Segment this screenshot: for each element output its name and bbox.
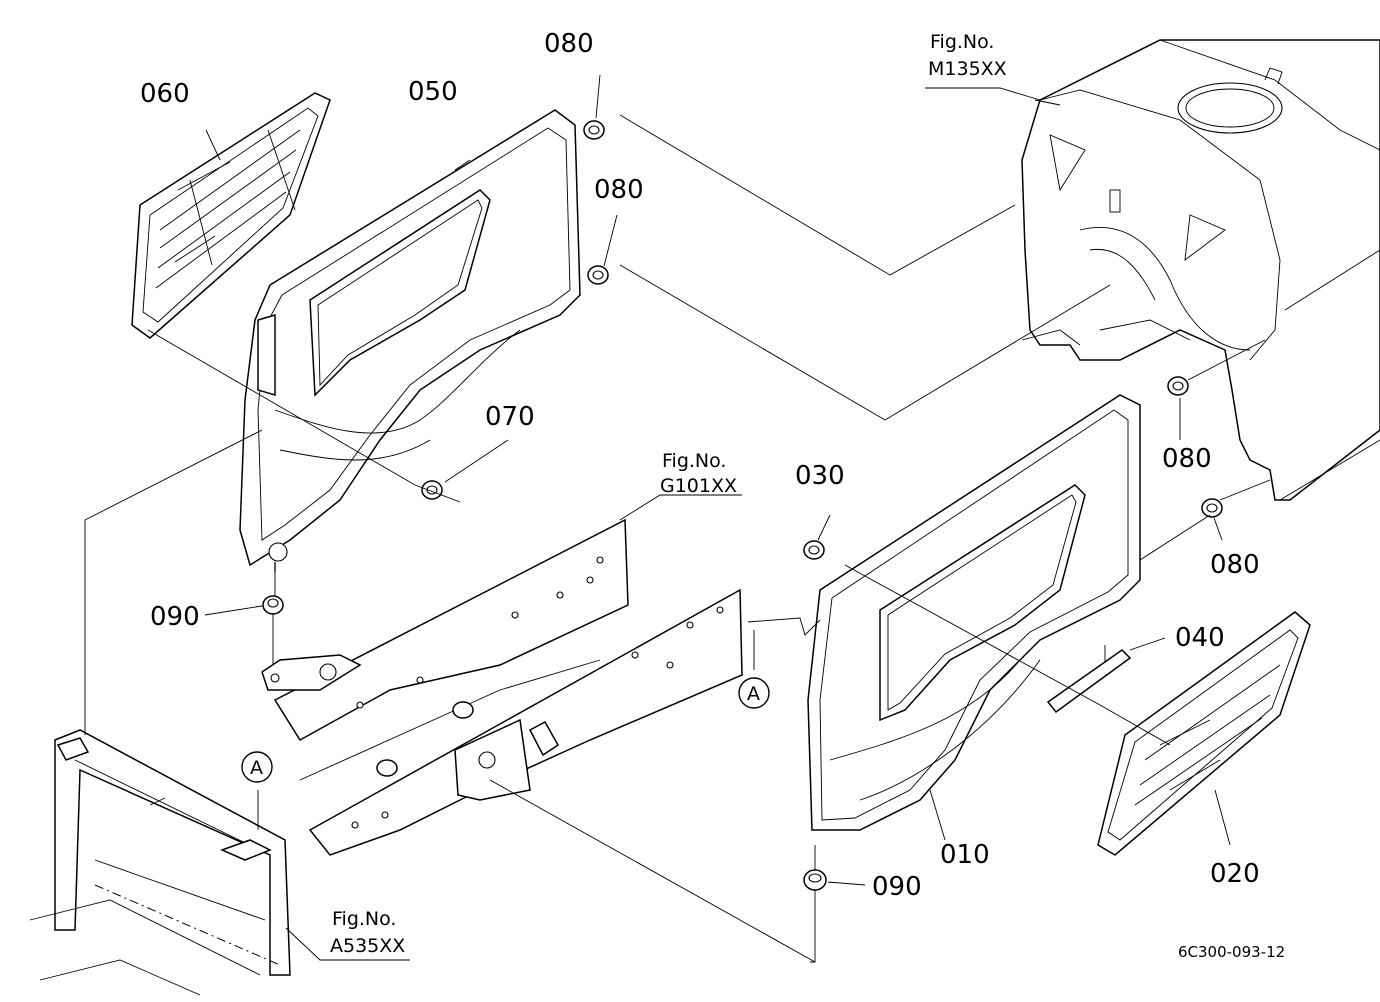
grommet-030 [803,540,825,560]
damper-080-a [583,120,605,140]
part-number-labels: 060 050 080 080 070 090 030 080 080 040 … [140,29,1260,902]
side-panel-050 [239,109,581,572]
seal-strip-040 [1046,649,1132,714]
label-070: 070 [485,402,535,432]
label-090-left: 090 [150,602,200,632]
fig-ref-a535-line1: Fig.No. [332,908,396,930]
fig-ref-g101-line1: Fig.No. [662,450,726,472]
marker-a-left: A [241,751,273,783]
label-030: 030 [795,461,845,491]
label-080-right-lower: 080 [1210,550,1260,580]
label-010: 010 [940,840,990,870]
damper-080-d [1201,498,1223,518]
frame-assembly [261,518,743,856]
marker-a-left-text: A [250,757,263,779]
figure-references: Fig.No. M135XX Fig.No. G101XX Fig.No. A5… [330,31,1007,957]
damper-080-b [587,265,609,285]
grommet-070 [421,480,443,500]
fig-ref-m135-line2: M135XX [928,58,1007,80]
mount-090-right [803,869,827,891]
grille-060 [131,92,331,339]
label-050: 050 [408,77,458,107]
drawing-code: 6C300-093-12 [1178,943,1285,961]
label-040: 040 [1175,623,1225,653]
label-080-mid: 080 [594,175,644,205]
side-panel-010 [747,394,1141,831]
label-090-right: 090 [872,872,922,902]
label-060: 060 [140,79,190,109]
fig-ref-g101-line2: G101XX [660,475,737,497]
fig-ref-a535-line2: A535XX [330,935,405,957]
mount-090-left [262,595,284,615]
marker-a-right-text: A [747,683,760,705]
label-080-right-upper: 080 [1162,444,1212,474]
leader-lines [84,74,1271,963]
grille-020 [1097,611,1311,856]
label-020: 020 [1210,859,1260,889]
damper-080-c [1167,376,1189,396]
label-080-top: 080 [544,29,594,59]
fig-ref-m135-line1: Fig.No. [930,31,994,53]
lower-left-frame [29,729,291,996]
marker-a-right: A [738,677,770,709]
damper-080-set [583,120,1223,518]
